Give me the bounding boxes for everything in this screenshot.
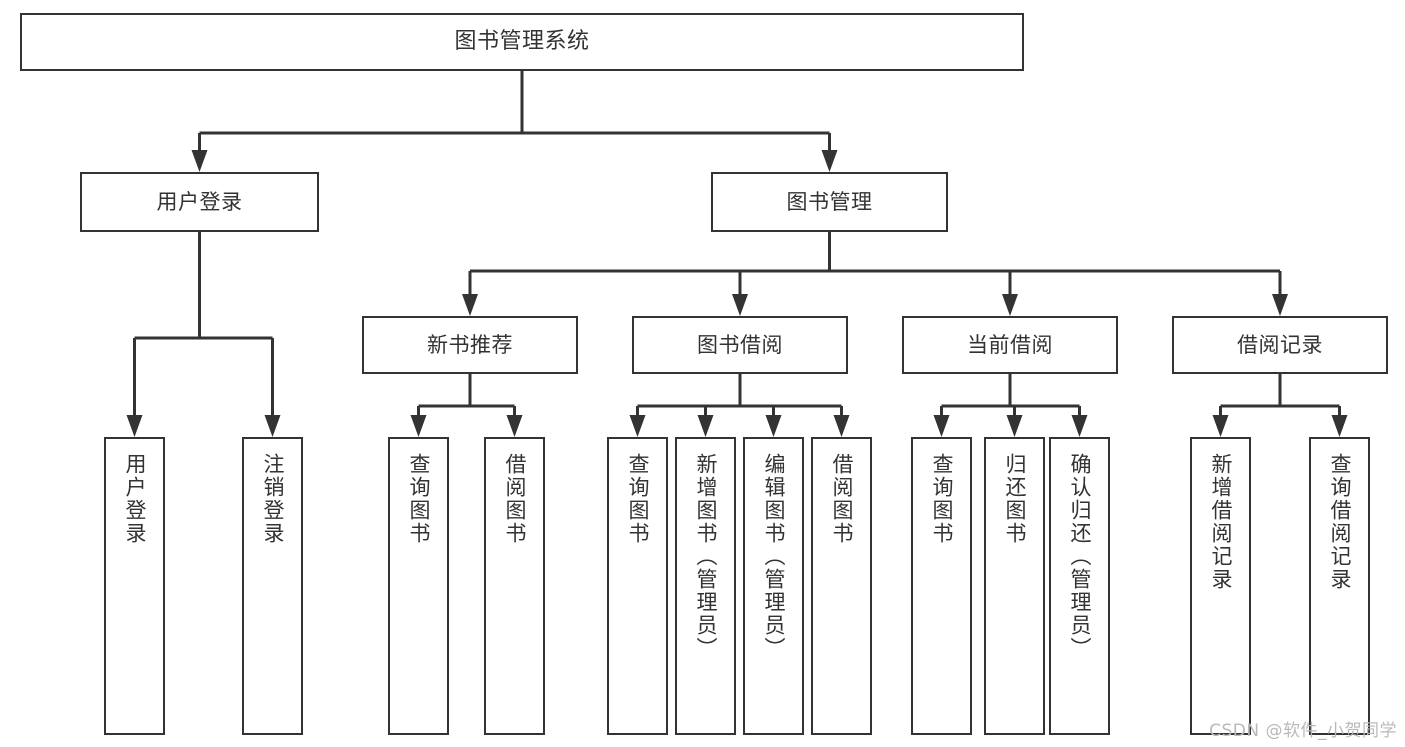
node-borrow_record[interactable]: 借阅记录 xyxy=(1172,316,1388,374)
arrowhead-leaf_query_book_a xyxy=(410,415,427,437)
node-label-leaf_query_book_c: 查询图书 xyxy=(930,453,954,545)
arrowhead-leaf_logout xyxy=(264,415,281,437)
node-label-leaf_return_book: 归还图书 xyxy=(1003,453,1027,545)
node-label-user_login: 用户登录 xyxy=(156,189,243,214)
node-leaf_borrow_book_a[interactable]: 借阅图书 xyxy=(484,437,545,735)
node-label-leaf_add_record: 新增借阅记录 xyxy=(1209,453,1233,591)
arrowhead-leaf_confirm_return xyxy=(1071,415,1088,437)
node-leaf_return_book[interactable]: 归还图书 xyxy=(984,437,1045,735)
node-label-leaf_confirm_return: 确认归还（管理员） xyxy=(1068,453,1092,660)
node-user_login[interactable]: 用户登录 xyxy=(80,172,319,232)
node-label-leaf_user_login: 用户登录 xyxy=(123,453,147,545)
node-book_borrow[interactable]: 图书借阅 xyxy=(632,316,848,374)
node-root[interactable]: 图书管理系统 xyxy=(20,13,1024,71)
node-label-leaf_query_book_a: 查询图书 xyxy=(407,453,431,545)
node-label-leaf_query_book_b: 查询图书 xyxy=(626,453,650,545)
watermark-text: CSDN @软件_小贺同学 xyxy=(1209,721,1397,741)
node-leaf_user_login[interactable]: 用户登录 xyxy=(104,437,165,735)
arrowhead-leaf_add_record xyxy=(1212,415,1229,437)
node-leaf_add_book[interactable]: 新增图书（管理员） xyxy=(675,437,736,735)
node-label-current_borrow: 当前借阅 xyxy=(967,332,1053,357)
arrowhead-leaf_add_book xyxy=(697,415,714,437)
node-label-leaf_query_record: 查询借阅记录 xyxy=(1328,453,1352,591)
arrowhead-leaf_user_login xyxy=(126,415,143,437)
node-label-borrow_record: 借阅记录 xyxy=(1237,332,1323,357)
node-leaf_edit_book[interactable]: 编辑图书（管理员） xyxy=(743,437,804,735)
arrowhead-leaf_edit_book xyxy=(765,415,782,437)
arrowhead-leaf_query_book_c xyxy=(933,415,950,437)
arrowhead-leaf_query_record xyxy=(1331,415,1348,437)
arrowhead-book_borrow xyxy=(732,294,748,316)
node-leaf_add_record[interactable]: 新增借阅记录 xyxy=(1190,437,1251,735)
node-leaf_query_book_a[interactable]: 查询图书 xyxy=(388,437,449,735)
node-label-leaf_add_book: 新增图书（管理员） xyxy=(694,453,718,660)
arrowhead-leaf_borrow_book_a xyxy=(506,415,523,437)
node-current_borrow[interactable]: 当前借阅 xyxy=(902,316,1118,374)
arrowhead-current_borrow xyxy=(1002,294,1018,316)
node-leaf_borrow_book_b[interactable]: 借阅图书 xyxy=(811,437,872,735)
node-leaf_query_book_c[interactable]: 查询图书 xyxy=(911,437,972,735)
node-label-leaf_borrow_book_a: 借阅图书 xyxy=(503,453,527,545)
node-label-new_book_rec: 新书推荐 xyxy=(427,332,513,357)
node-label-book_mgmt: 图书管理 xyxy=(786,189,873,214)
node-new_book_rec[interactable]: 新书推荐 xyxy=(362,316,578,374)
arrowhead-leaf_borrow_book_b xyxy=(833,415,850,437)
node-label-leaf_borrow_book_b: 借阅图书 xyxy=(830,453,854,545)
arrowhead-borrow_record xyxy=(1272,294,1288,316)
node-label-leaf_edit_book: 编辑图书（管理员） xyxy=(762,453,786,660)
arrowhead-book_mgmt xyxy=(821,150,838,172)
arrowhead-user_login xyxy=(191,150,208,172)
node-label-book_borrow: 图书借阅 xyxy=(697,332,783,357)
node-leaf_query_record[interactable]: 查询借阅记录 xyxy=(1309,437,1370,735)
arrowhead-leaf_return_book xyxy=(1006,415,1023,437)
node-label-leaf_logout: 注销登录 xyxy=(261,453,285,545)
arrowhead-leaf_query_book_b xyxy=(629,415,646,437)
node-label-root: 图书管理系统 xyxy=(454,29,590,55)
arrowhead-new_book_rec xyxy=(462,294,478,316)
node-leaf_logout[interactable]: 注销登录 xyxy=(242,437,303,735)
node-leaf_query_book_b[interactable]: 查询图书 xyxy=(607,437,668,735)
node-book_mgmt[interactable]: 图书管理 xyxy=(711,172,948,232)
node-leaf_confirm_return[interactable]: 确认归还（管理员） xyxy=(1049,437,1110,735)
